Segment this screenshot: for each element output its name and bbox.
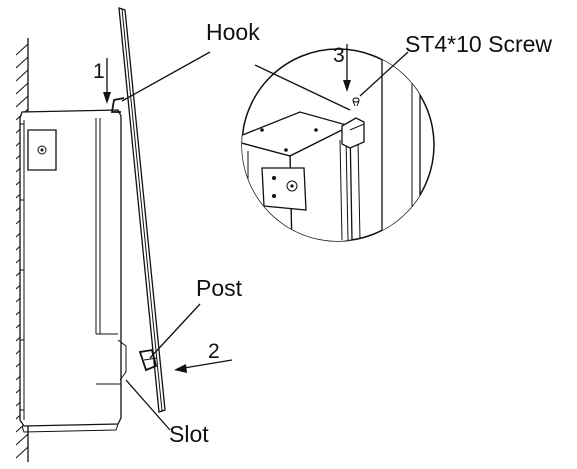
screw-callout: ST4*10 Screw	[359, 31, 552, 97]
step-1-arrow	[103, 92, 111, 104]
step-1-callout: 1	[93, 58, 111, 104]
slot-label: Slot	[169, 421, 209, 447]
wall-hatch-line	[15, 82, 29, 95]
post-label: Post	[196, 275, 243, 301]
step-2-arrow	[174, 364, 187, 373]
slot-callout: Slot	[125, 379, 209, 447]
inverter-body	[19, 109, 127, 433]
screw-label: ST4*10 Screw	[405, 31, 552, 57]
wall-hatch-line	[15, 446, 29, 459]
hook-callout: Hook	[121, 19, 260, 102]
wall-hatch-line	[15, 95, 29, 108]
wall-hatch-line	[15, 56, 29, 69]
wall-hatch-line	[15, 69, 29, 82]
step-3-arrow	[343, 80, 351, 92]
wall-hatch-line	[15, 433, 29, 446]
detail-view	[241, 48, 435, 242]
step-3-label: 3	[333, 44, 345, 67]
wall-hatch-line	[15, 43, 29, 56]
step-2-label: 2	[208, 340, 220, 363]
step-3-callout: 3	[333, 44, 351, 92]
hook-label: Hook	[206, 19, 260, 45]
step-2-callout: 2	[174, 340, 233, 373]
step-1-label: 1	[93, 60, 105, 83]
screw-icon	[352, 97, 360, 107]
mounting-plate	[110, 7, 166, 413]
post-callout: Post	[149, 275, 243, 359]
